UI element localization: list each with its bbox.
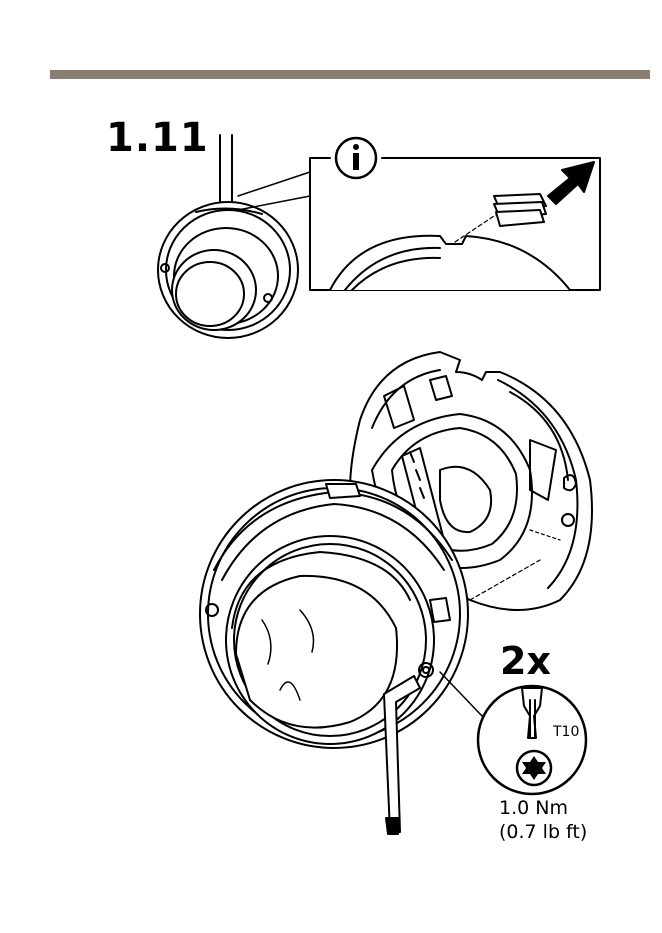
screw-quantity: 2x [500, 642, 551, 680]
tool-size-label: T10 [553, 725, 579, 739]
torx-head-icon [517, 751, 551, 785]
torque-imperial: (0.7 lb ft) [499, 821, 587, 845]
small-camera-illustration [158, 135, 310, 338]
torque-metric: 1.0 Nm [499, 797, 587, 821]
torque-spec: 1.0 Nm (0.7 lb ft) [499, 797, 587, 845]
info-icon [336, 138, 376, 178]
